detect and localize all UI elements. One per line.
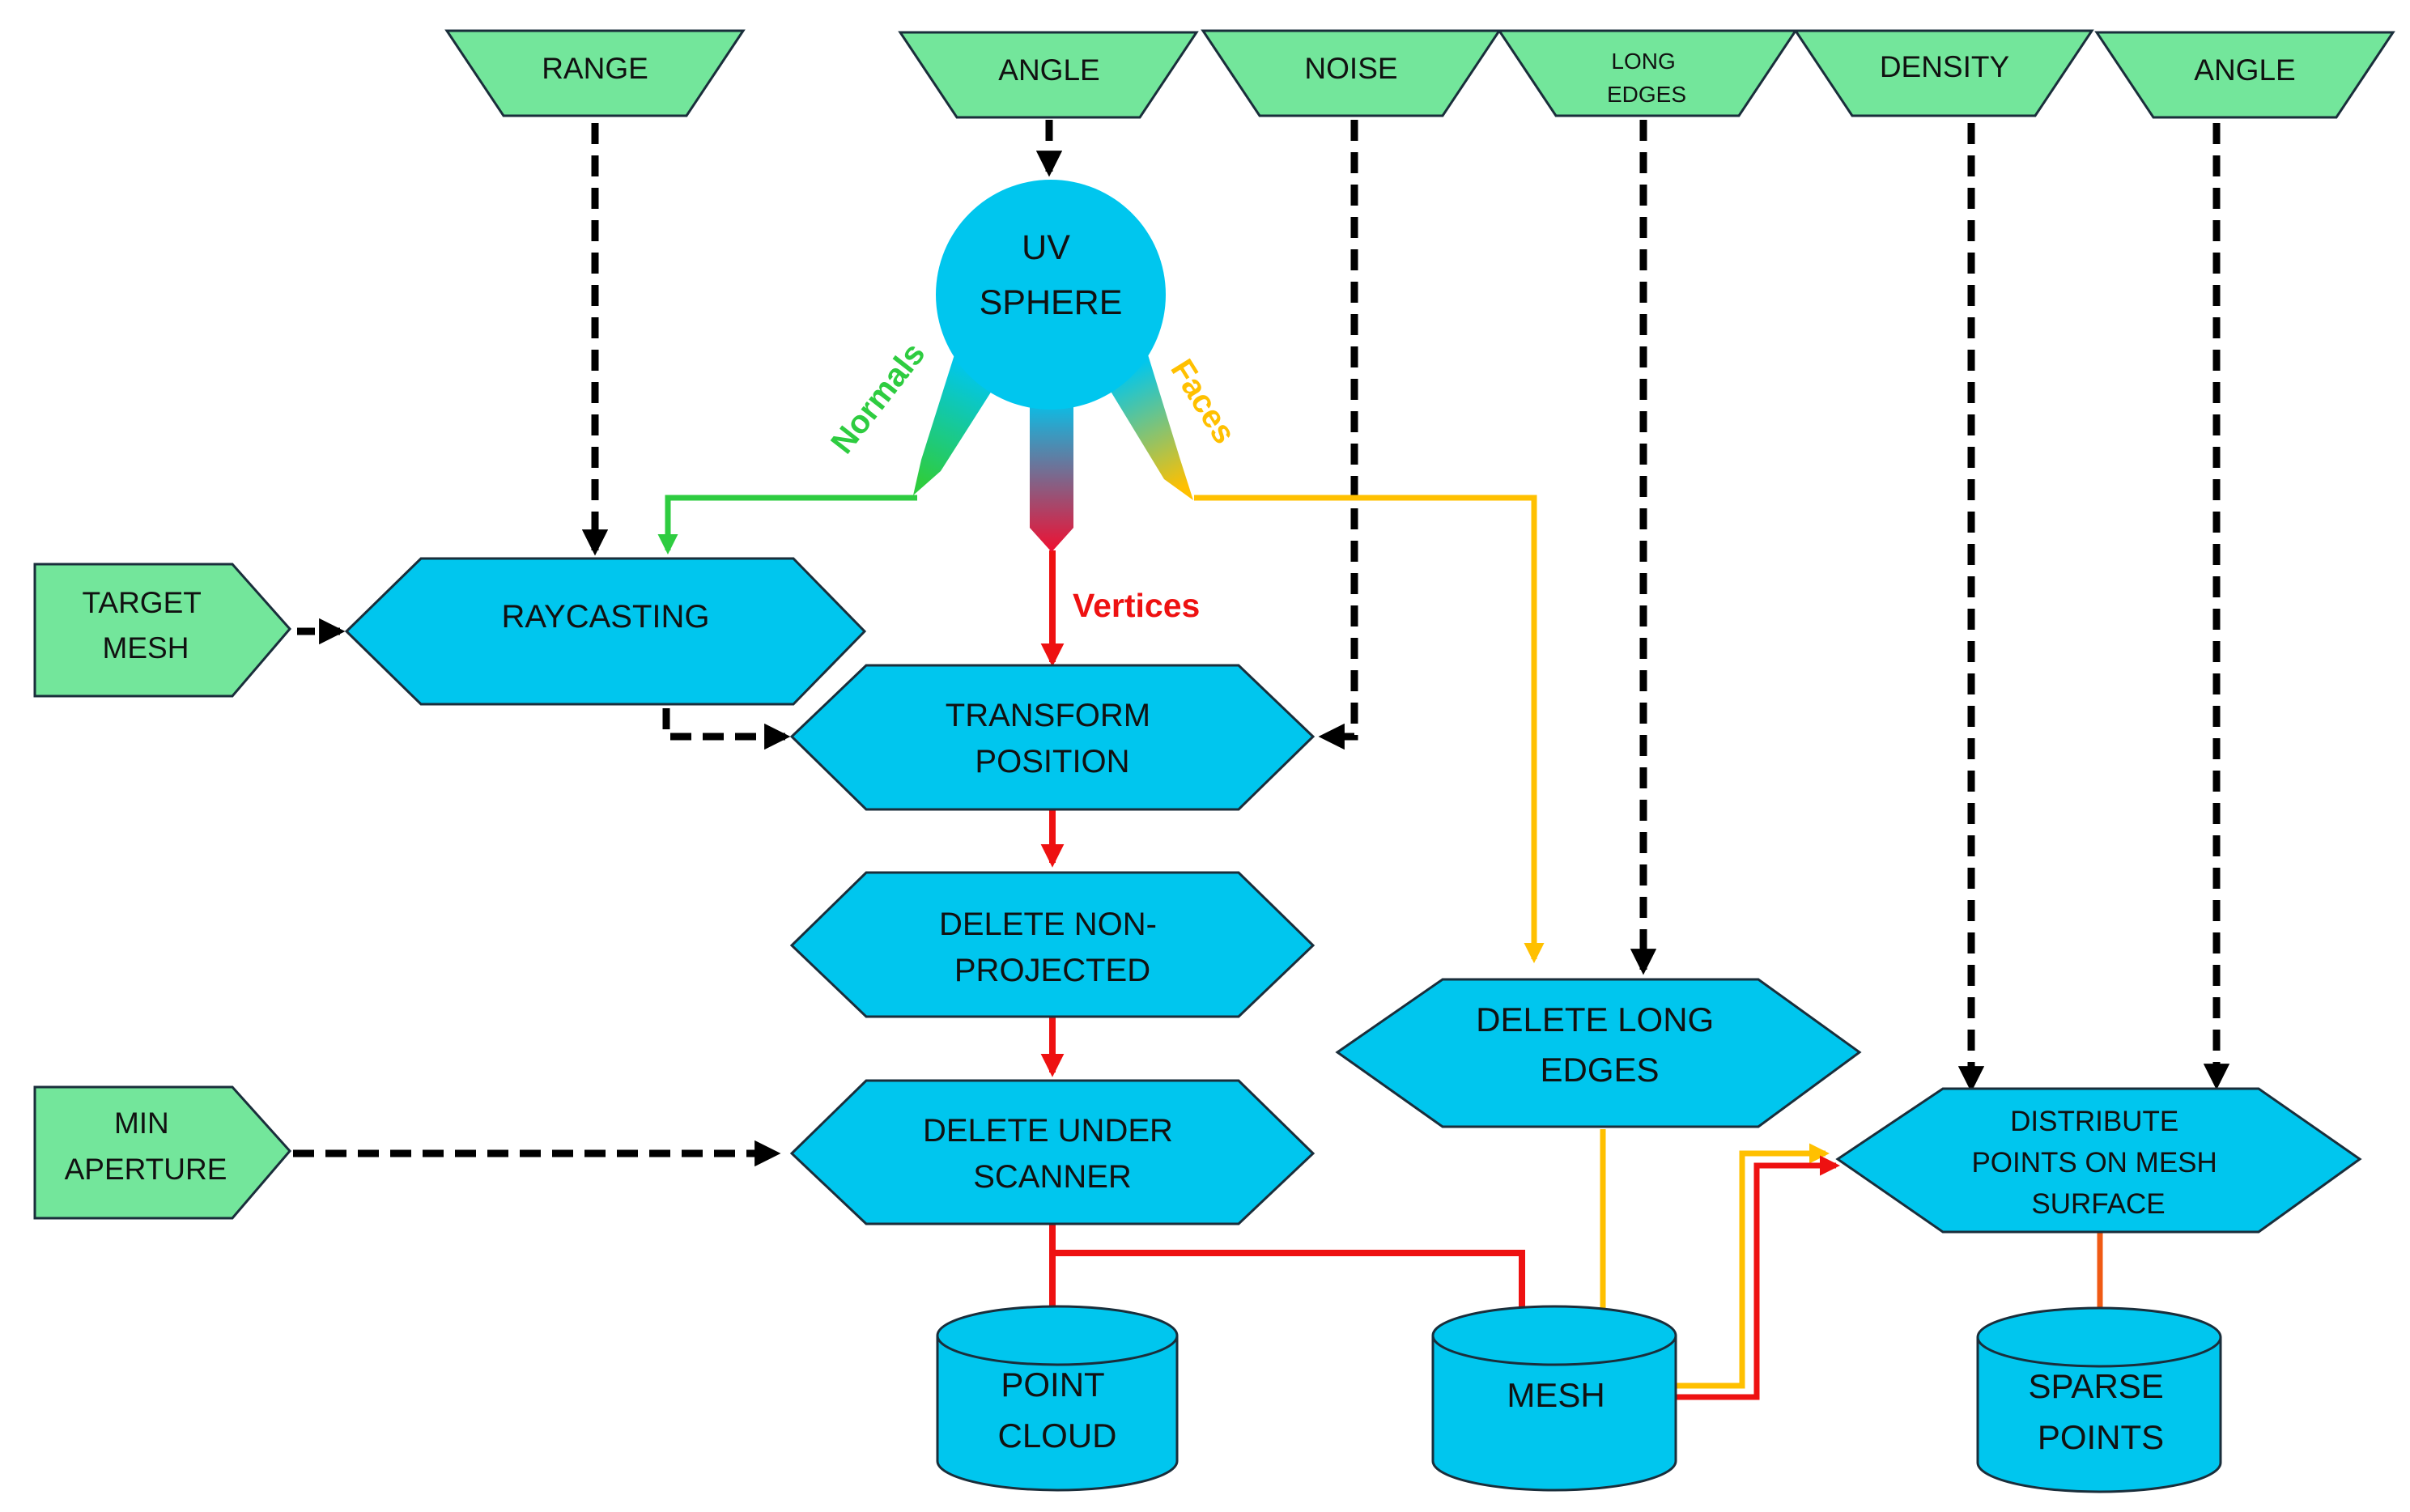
min-aperture-label-line2: APERTURE: [65, 1153, 227, 1186]
distribute-points-process: [1835, 1087, 2362, 1234]
min-aperture-label-line1: MIN: [114, 1106, 169, 1140]
density-label: DENSITY: [1880, 50, 2009, 83]
delete-non-projected-label-line1: DELETE NON-: [939, 907, 1157, 942]
distribute-points-label-line3: SURFACE: [2031, 1188, 2165, 1220]
point-cloud-label-line2: CLOUD: [997, 1416, 1116, 1455]
normals-branch: [913, 352, 997, 495]
mesh-to-distribute-yellow-line: [1674, 1143, 1830, 1389]
sparse-points-label-line2: POINTS: [2038, 1418, 2164, 1456]
noise-label: NOISE: [1304, 52, 1397, 85]
transform-position-label-line2: POSITION: [975, 744, 1129, 779]
long-edges-input: [1497, 29, 1798, 117]
transform-position-label-line1: TRANSFORM: [946, 698, 1150, 733]
delete-long-edges-label: DELETE LONG EDGES: [1476, 1000, 1724, 1089]
long-edges-label-line2: EDGES: [1607, 82, 1686, 107]
point-cloud-label: POINT CLOUD: [997, 1365, 1116, 1455]
vertices-label: Vertices: [1073, 587, 1200, 624]
normals-flow-arrow: [657, 495, 917, 555]
density-input: [1793, 29, 2094, 117]
range-input: [444, 29, 746, 117]
target-mesh-label-line2: MESH: [103, 631, 189, 665]
angle-sphere-label: ANGLE: [998, 53, 1099, 87]
transform-position-process: [789, 664, 1316, 811]
noise-to-transform-arrow: [1318, 120, 1358, 750]
normals-label: Normals: [824, 336, 932, 460]
point-cloud-label-line1: POINT: [1001, 1365, 1104, 1404]
raycasting-label: RAYCASTING: [501, 599, 709, 635]
uv-sphere-label: UV SPHERE: [980, 228, 1123, 322]
range-label: RANGE: [542, 52, 648, 85]
delete-under-scanner-label: DELETE UNDER SCANNER: [923, 1113, 1182, 1195]
target-mesh-label: TARGET MESH: [83, 586, 210, 665]
sparse-points-label: SPARSE POINTS: [2029, 1367, 2174, 1456]
transform-position-label: TRANSFORM POSITION: [946, 698, 1159, 779]
min-aperture-label: MIN APERTURE: [65, 1106, 227, 1186]
delete-long-edges-process: [1335, 978, 1862, 1128]
delete-under-scanner-label-line1: DELETE UNDER: [923, 1113, 1173, 1149]
uv-sphere: [936, 180, 1166, 410]
delete-long-edges-label-line1: DELETE LONG: [1476, 1000, 1714, 1038]
raycasting-to-transform-arrow: [662, 708, 791, 750]
distribute-points-label-line1: DISTRIBUTE: [2010, 1106, 2178, 1137]
faces-branch: [1105, 352, 1193, 500]
mesh-store-top: [1431, 1305, 1677, 1366]
mesh-label: MESH: [1507, 1376, 1605, 1414]
vertices-branch: [1030, 380, 1073, 552]
raycasting-process: [344, 557, 867, 706]
angle-distribute-label: ANGLE: [2194, 53, 2295, 87]
long-edges-label: LONG EDGES: [1607, 49, 1686, 107]
sparse-points-store-top: [1976, 1306, 2222, 1368]
mesh-store: [1431, 1336, 1677, 1492]
delete-non-projected-process: [789, 871, 1316, 1018]
delete-non-projected-label-line2: PROJECTED: [954, 953, 1150, 988]
point-cloud-store-top: [936, 1305, 1179, 1366]
distribute-points-label-line2: POINTS ON MESH: [1971, 1147, 2217, 1179]
min-aperture-input: [33, 1085, 291, 1220]
target-mesh-label-line1: TARGET: [83, 586, 202, 619]
delete-non-projected-label: DELETE NON- PROJECTED: [939, 907, 1166, 988]
delete-under-scanner-process: [789, 1079, 1316, 1225]
angle-distribute-input: [2094, 31, 2395, 119]
target-mesh-input: [33, 563, 291, 698]
faces-label: Faces: [1163, 353, 1242, 450]
noise-input: [1201, 29, 1502, 117]
angle-sphere-input: [898, 31, 1199, 119]
uv-sphere-label-line1: UV: [1022, 228, 1070, 267]
delete-under-scanner-label-line2: SCANNER: [973, 1159, 1132, 1195]
sparse-points-store: [1976, 1337, 2222, 1493]
faces-flow-arrow: [1194, 495, 1545, 964]
delete-long-edges-label-line2: EDGES: [1540, 1051, 1659, 1089]
mesh-to-distribute-red-line: [1674, 1155, 1841, 1400]
uv-sphere-label-line2: SPHERE: [980, 283, 1123, 322]
long-edges-label-line1: LONG: [1611, 49, 1675, 74]
distribute-points-label: DISTRIBUTE POINTS ON MESH SURFACE: [1971, 1106, 2225, 1220]
point-cloud-store: [936, 1336, 1179, 1492]
sparse-points-label-line1: SPARSE: [2029, 1367, 2164, 1405]
